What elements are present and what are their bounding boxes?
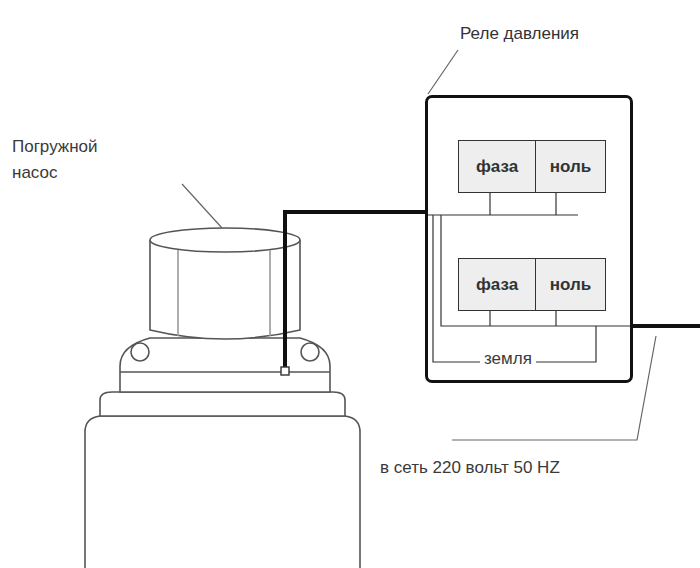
- terminal-cell: фаза: [458, 258, 536, 311]
- terminal-cell: фаза: [458, 140, 536, 193]
- leader-line: [452, 336, 656, 440]
- callout-label: в сеть 220 вольт 50 HZ: [380, 455, 560, 481]
- wire: [441, 215, 631, 326]
- wire: [427, 214, 578, 215]
- leader-line: [182, 184, 222, 228]
- earth-wire: [433, 215, 596, 362]
- pump-outlet: [150, 240, 300, 339]
- outlet-edge: [177, 250, 179, 336]
- terminal-cell: ноль: [535, 258, 606, 311]
- outlet-edge: [269, 250, 271, 336]
- terminal-cell: ноль: [535, 140, 606, 193]
- callout-label: Погружной насос: [12, 134, 122, 187]
- terminal-label: фаза: [476, 156, 518, 177]
- leader-line: [428, 50, 458, 94]
- pump-casing: [85, 416, 360, 568]
- pump-flange: [120, 338, 330, 392]
- wire: [489, 311, 490, 326]
- pump-ring: [100, 392, 345, 416]
- pump-cable: [285, 212, 427, 370]
- flange-line: [120, 371, 330, 373]
- device-title: Реле давления: [460, 23, 579, 44]
- terminal-label: ноль: [550, 156, 591, 177]
- relay-wiring: [427, 193, 631, 362]
- wire: [489, 193, 490, 215]
- terminal-label: ноль: [550, 274, 591, 295]
- mains-cable: [631, 324, 700, 328]
- relay-housing: Реле давленияфазанольфазаноль: [425, 95, 633, 383]
- outlet-top: [150, 228, 300, 252]
- wire: [555, 311, 556, 326]
- terminal-label: фаза: [476, 274, 518, 295]
- wire-label: земля: [480, 349, 536, 369]
- bolt: [131, 343, 149, 361]
- cable-gland: [281, 367, 289, 375]
- bolt: [301, 343, 319, 361]
- wire: [555, 193, 556, 215]
- pump-body: [85, 228, 360, 568]
